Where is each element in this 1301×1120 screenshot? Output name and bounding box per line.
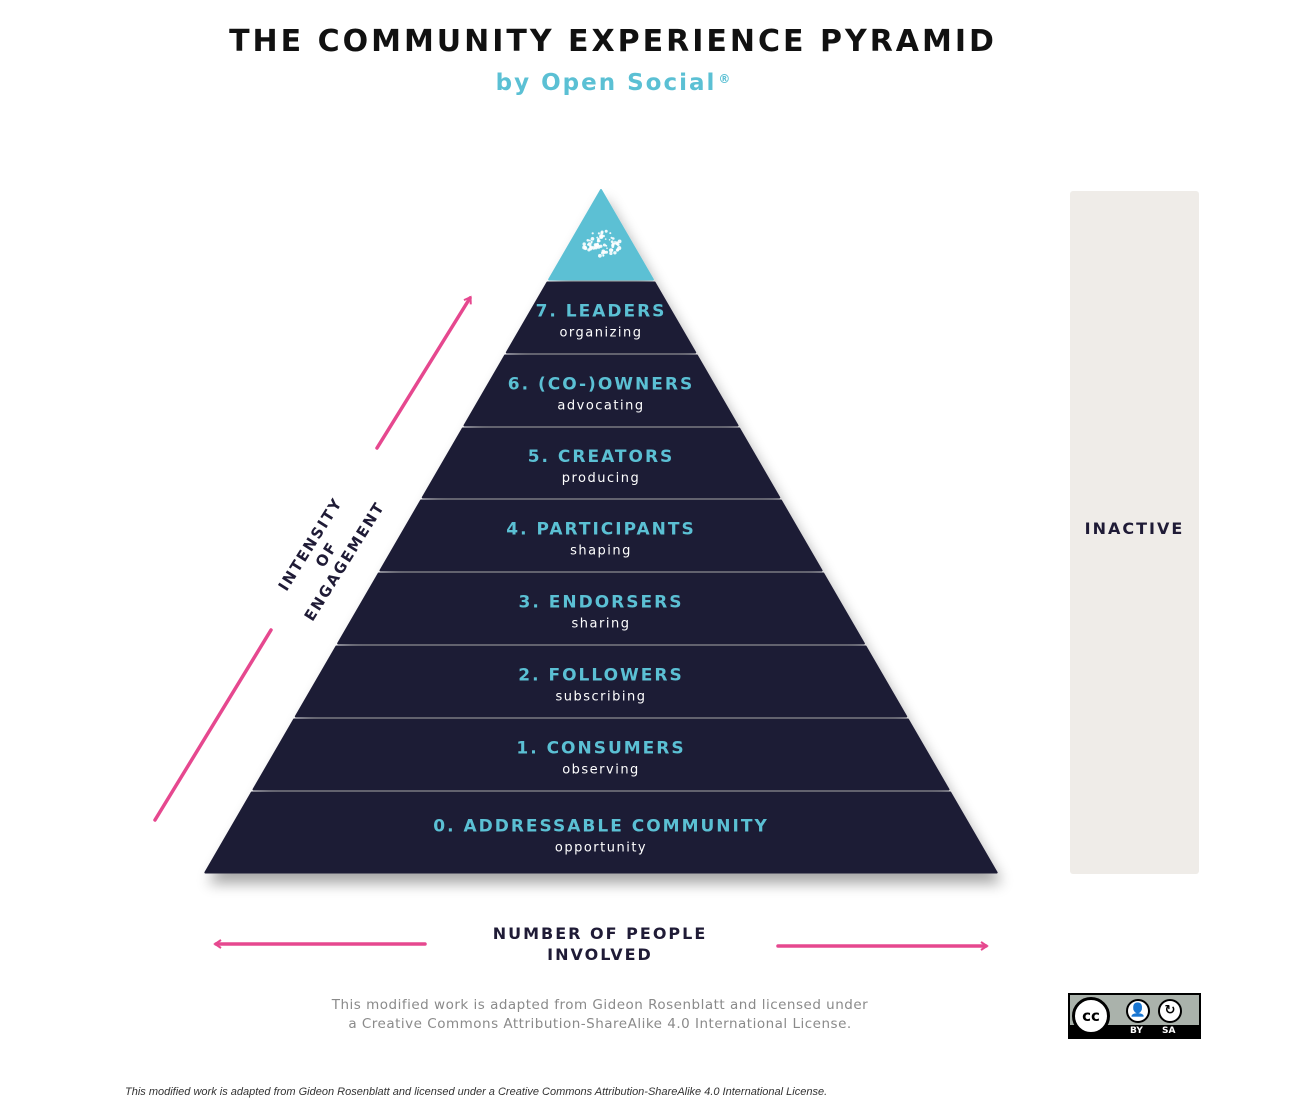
- network-dot: [606, 247, 608, 249]
- network-dot: [591, 232, 594, 235]
- attribution-line2: a Creative Commons Attribution-ShareAlik…: [348, 1016, 852, 1032]
- pyramid-band: [337, 572, 865, 645]
- network-dot: [604, 238, 607, 240]
- network-dot: [586, 239, 590, 242]
- level-name: 3. ENDORSERS: [519, 593, 684, 613]
- network-dot: [610, 240, 614, 244]
- network-dot: [596, 236, 599, 239]
- share-alike-icon: ↻: [1158, 999, 1182, 1023]
- network-dot: [613, 251, 617, 255]
- level-activity: advocating: [557, 399, 644, 414]
- network-dot: [599, 244, 603, 248]
- network-dot: [616, 249, 619, 252]
- pyramid-band: [252, 718, 950, 791]
- people-label-line1: NUMBER OF PEOPLE: [492, 924, 708, 943]
- network-dot: [588, 239, 591, 242]
- pyramid-band: [505, 281, 697, 354]
- network-dot: [599, 234, 604, 239]
- pyramid-labels: 7. LEADERS organizing 6. (CO-)OWNERS advoca…: [433, 302, 769, 856]
- pyramid-band: [204, 791, 998, 874]
- attribution-person-icon: 👤: [1126, 999, 1150, 1023]
- level-activity: organizing: [559, 326, 642, 341]
- inactive-label: INACTIVE: [1084, 519, 1185, 538]
- network-dot: [609, 232, 612, 235]
- level-name: 7. LEADERS: [536, 302, 667, 322]
- level-activity: subscribing: [556, 690, 647, 705]
- network-dot: [614, 240, 616, 243]
- pyramid-band: [294, 645, 908, 718]
- network-dot: [597, 237, 600, 241]
- level-activity: observing: [562, 763, 640, 778]
- network-dot: [594, 246, 598, 250]
- engagement-arrow: [375, 295, 472, 450]
- footnote: This modified work is adapted from Gideo…: [125, 1086, 828, 1098]
- network-dot: [587, 242, 592, 247]
- network-dot: [602, 243, 606, 247]
- people-label-line2: INVOLVED: [547, 945, 653, 964]
- network-dot: [602, 254, 605, 257]
- network-dot: [617, 239, 622, 244]
- pyramid-band: [379, 499, 823, 572]
- level-activity: producing: [562, 471, 641, 486]
- level-activity: shaping: [570, 544, 632, 559]
- network-dot: [608, 239, 611, 241]
- pyramid-band: [463, 354, 739, 427]
- network-dot: [604, 229, 608, 233]
- attribution-text: This modified work is adapted from Gideo…: [300, 996, 900, 1034]
- network-dot: [611, 242, 615, 246]
- cc-sa-label: SA: [1162, 1026, 1176, 1036]
- network-dot: [611, 245, 615, 249]
- level-name: 5. CREATORS: [528, 447, 675, 467]
- network-dot: [588, 247, 593, 251]
- level-activity: opportunity: [555, 841, 647, 856]
- axis-arrows: [153, 295, 989, 951]
- network-dot: [598, 253, 602, 258]
- people-axis-label: NUMBER OF PEOPLE INVOLVED: [470, 923, 730, 965]
- network-dot: [582, 242, 586, 246]
- network-dot: [583, 246, 588, 251]
- network-icon: [582, 229, 622, 258]
- network-dot: [617, 246, 622, 251]
- cc-by-label: BY: [1130, 1026, 1143, 1036]
- page-subtitle: by Open Social®: [0, 70, 1226, 96]
- network-dot: [597, 232, 601, 235]
- level-name: 1. CONSUMERS: [516, 739, 685, 759]
- network-dot: [605, 244, 608, 247]
- network-dot: [601, 249, 606, 254]
- network-dot: [596, 239, 600, 243]
- page-title: THE COMMUNITY EXPERIENCE PYRAMID: [229, 24, 997, 59]
- network-dot: [616, 242, 619, 245]
- cc-license-badge[interactable]: cc 👤 ↻ BY SA: [1068, 993, 1201, 1039]
- network-dot: [610, 248, 614, 252]
- level-name: 0. ADDRESSABLE COMMUNITY: [433, 817, 769, 837]
- subtitle-text: by Open Social: [495, 70, 717, 96]
- engagement-arrow-tail: [153, 628, 273, 822]
- cc-icon: cc: [1072, 997, 1110, 1035]
- level-activity: sharing: [572, 617, 631, 632]
- level-name: 4. PARTICIPANTS: [506, 520, 695, 540]
- inactive-panel: [1070, 191, 1199, 874]
- registered-mark: ®: [718, 72, 733, 86]
- network-dot: [600, 230, 604, 234]
- network-dot: [609, 251, 613, 256]
- level-name: 6. (CO-)OWNERS: [508, 375, 694, 395]
- level-name: 2. FOLLOWERS: [518, 666, 683, 686]
- network-dot: [612, 237, 615, 240]
- attribution-line1: This modified work is adapted from Gideo…: [331, 997, 869, 1013]
- pyramid-band: [421, 427, 781, 499]
- network-dot: [590, 241, 593, 244]
- pyramid-bands: [204, 189, 998, 874]
- network-dot: [590, 237, 595, 241]
